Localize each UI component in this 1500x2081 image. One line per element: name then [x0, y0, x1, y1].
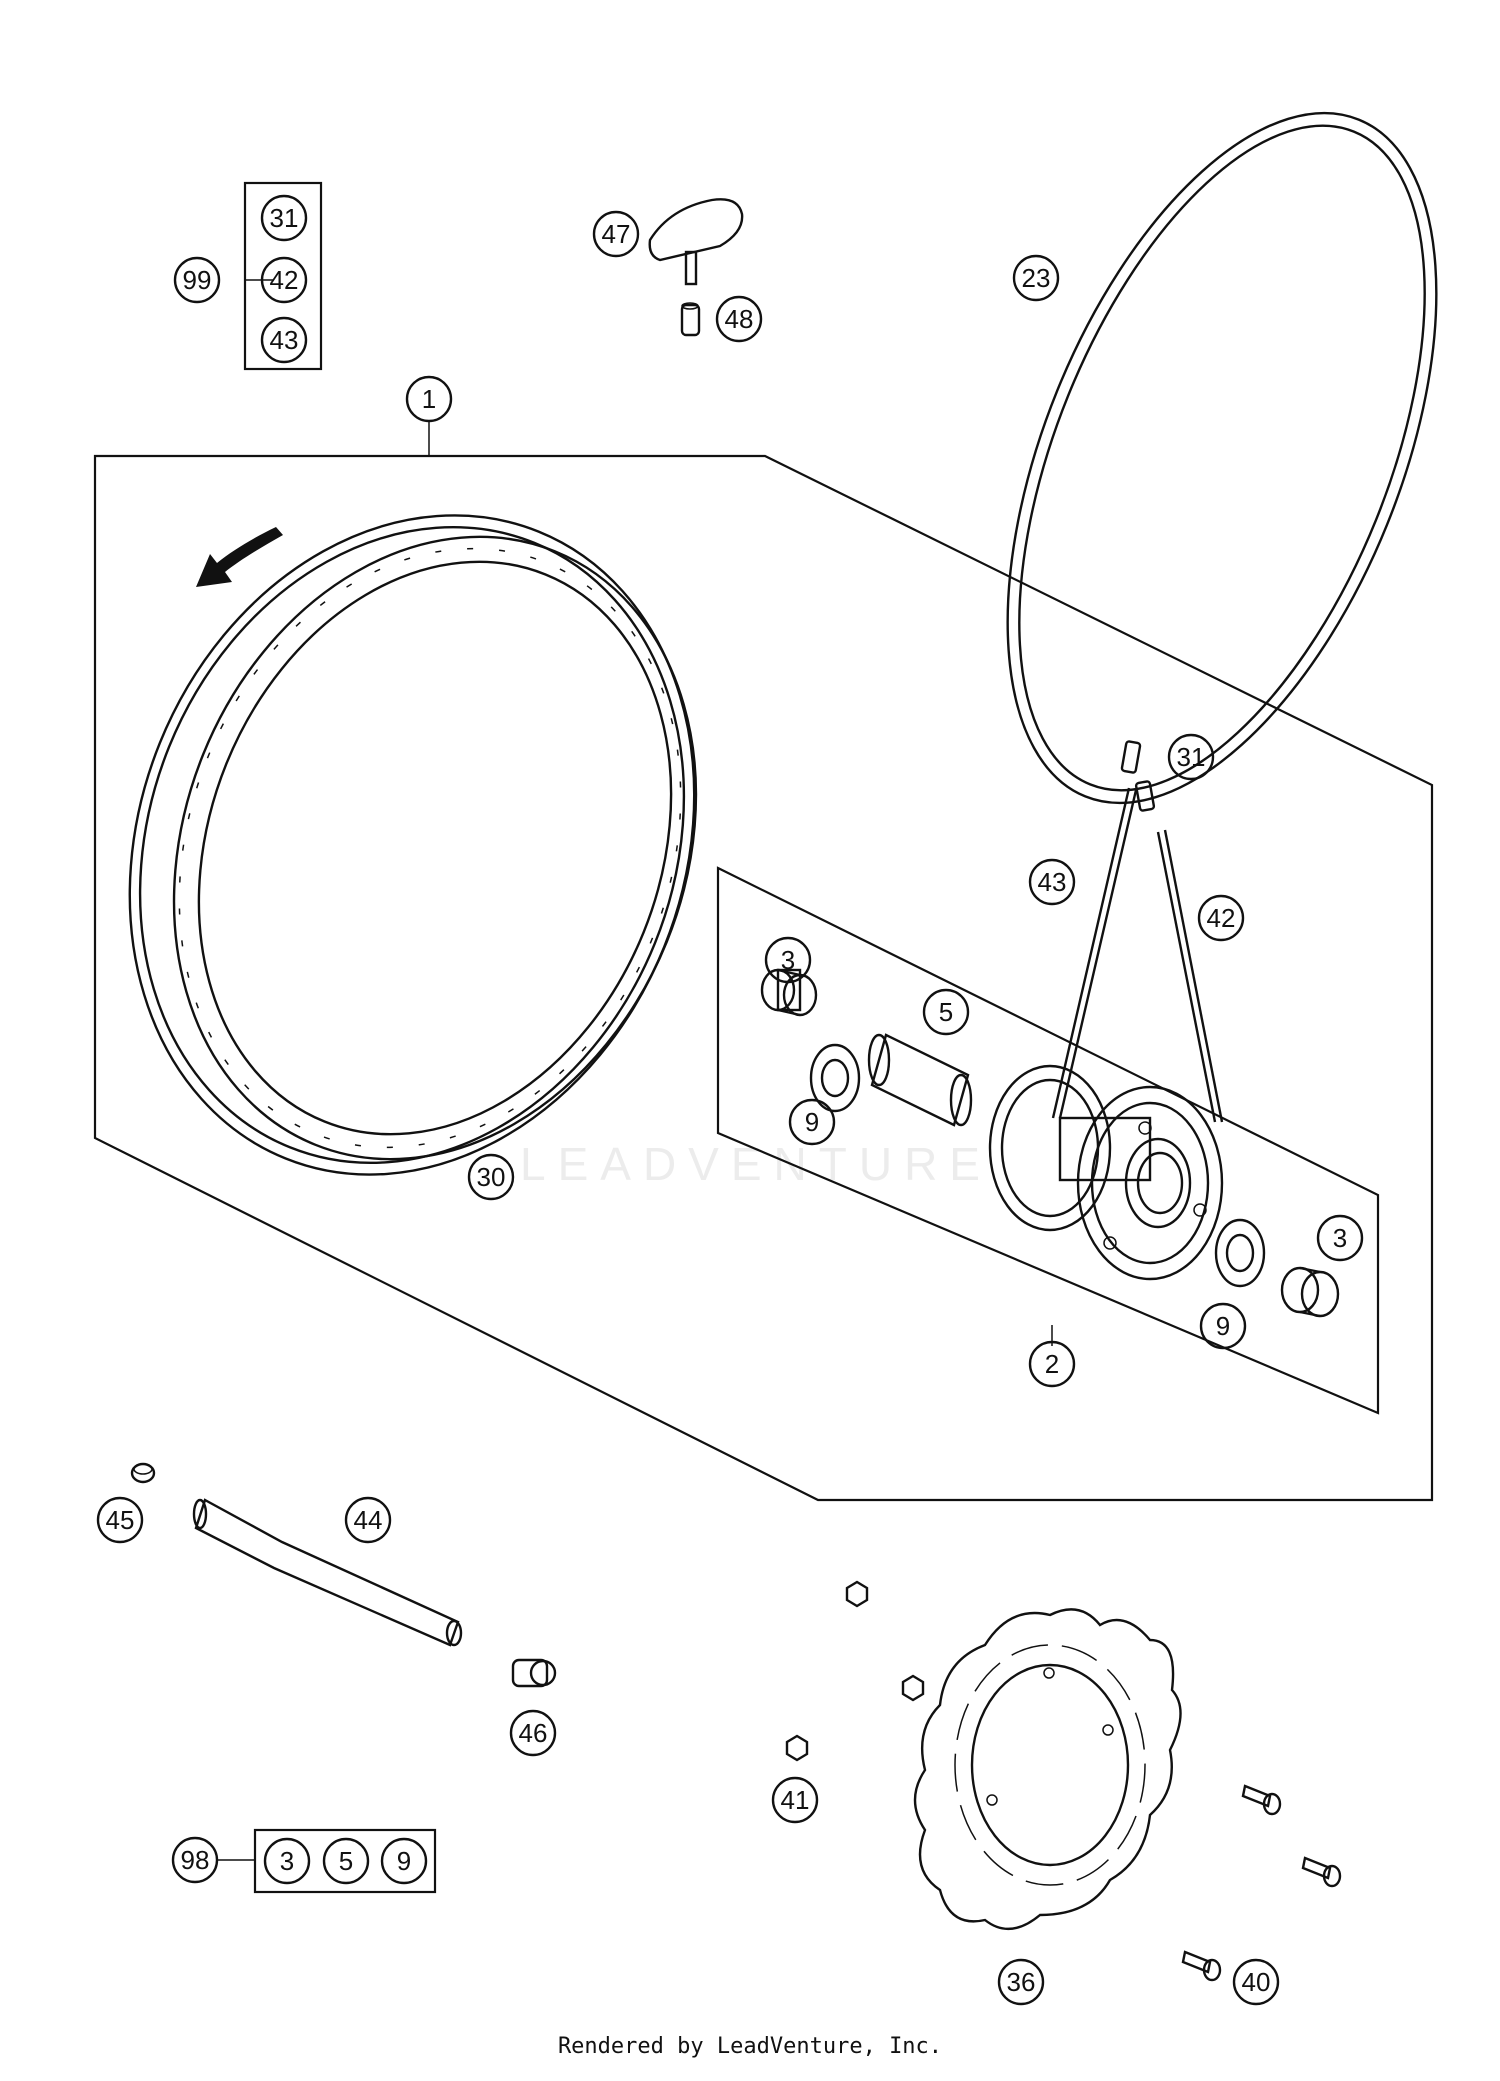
kit-99-item-43: 43 [270, 325, 299, 355]
svg-text:42: 42 [1207, 903, 1236, 933]
callout-9-left: 9 [788, 1098, 836, 1146]
rim-drawing [128, 514, 698, 1176]
svg-text:9: 9 [805, 1107, 819, 1137]
svg-text:47: 47 [602, 219, 631, 249]
disc-nuts-drawing [785, 1580, 925, 1762]
svg-text:46: 46 [519, 1718, 548, 1748]
rim-tape-drawing [1006, 111, 1438, 805]
disc-screws-drawing [1181, 1784, 1342, 1982]
callout-42: 42 [1197, 894, 1245, 942]
kit-98: 98 3 5 9 [171, 1828, 437, 1894]
svg-text:23: 23 [1022, 263, 1051, 293]
svg-text:2: 2 [1045, 1349, 1059, 1379]
callout-36: 36 [997, 1958, 1045, 2006]
distance-sleeve-drawing [867, 1033, 973, 1127]
kit-98-item-9: 9 [397, 1846, 411, 1876]
spacer-left-drawing [760, 968, 818, 1017]
svg-text:3: 3 [1333, 1223, 1347, 1253]
callout-2: 2 [1028, 1340, 1076, 1388]
svg-text:36: 36 [1007, 1967, 1036, 1997]
watermark: LEADVENTURE [520, 1138, 992, 1190]
svg-text:1: 1 [422, 384, 436, 414]
bearing-right-drawing [1214, 1218, 1266, 1288]
wheel-assembly-outline [93, 454, 1434, 1502]
callout-1: 1 [405, 375, 453, 423]
callout-44: 44 [344, 1496, 392, 1544]
callout-47: 47 [592, 210, 640, 258]
kit-98-label: 98 [181, 1845, 210, 1875]
kit-99: 99 31 42 43 [173, 181, 323, 371]
spokes-drawing [1051, 740, 1224, 1123]
callout-23: 23 [1012, 254, 1060, 302]
callout-40: 40 [1232, 1958, 1280, 2006]
bearing-left-drawing [809, 1043, 861, 1113]
svg-text:41: 41 [781, 1785, 810, 1815]
svg-text:9: 9 [1216, 1311, 1230, 1341]
svg-text:5: 5 [939, 997, 953, 1027]
callout-48: 48 [715, 295, 763, 343]
rotation-arrow-icon [196, 527, 283, 587]
svg-text:40: 40 [1242, 1967, 1271, 1997]
axle-plug-drawing [130, 1462, 156, 1484]
svg-text:3: 3 [781, 945, 795, 975]
axle-nut-drawing [511, 1658, 557, 1688]
callout-31: 31 [1167, 733, 1215, 781]
footer-credit: Rendered by LeadVenture, Inc. [557, 2034, 943, 2059]
callout-3-right: 3 [1316, 1214, 1364, 1262]
hub-assembly-outline [716, 866, 1380, 1415]
kit-98-item-3: 3 [280, 1846, 294, 1876]
callout-41: 41 [771, 1776, 819, 1824]
callout-46: 46 [509, 1709, 557, 1757]
svg-text:44: 44 [354, 1505, 383, 1535]
kit-99-item-42: 42 [270, 265, 299, 295]
kit-98-item-5: 5 [339, 1846, 353, 1876]
svg-text:43: 43 [1038, 867, 1067, 897]
svg-text:45: 45 [106, 1505, 135, 1535]
svg-text:30: 30 [477, 1162, 506, 1192]
svg-text:31: 31 [1177, 742, 1206, 772]
axle-drawing [192, 1498, 463, 1647]
svg-text:48: 48 [725, 304, 754, 334]
kit-99-item-31: 31 [270, 203, 299, 233]
kit-99-label: 99 [183, 265, 212, 295]
callout-30: 30 [467, 1153, 515, 1201]
callout-45: 45 [96, 1496, 144, 1544]
callout-3-left: 3 [764, 936, 812, 984]
bushing-drawing [680, 302, 701, 337]
callout-9-right: 9 [1199, 1302, 1247, 1350]
spacer-right-drawing [1280, 1266, 1340, 1318]
callout-5: 5 [922, 988, 970, 1036]
callout-43: 43 [1028, 858, 1076, 906]
rim-lock-drawing [648, 198, 744, 286]
hub-drawing [988, 1064, 1224, 1281]
brake-disc-drawing [913, 1608, 1182, 1931]
